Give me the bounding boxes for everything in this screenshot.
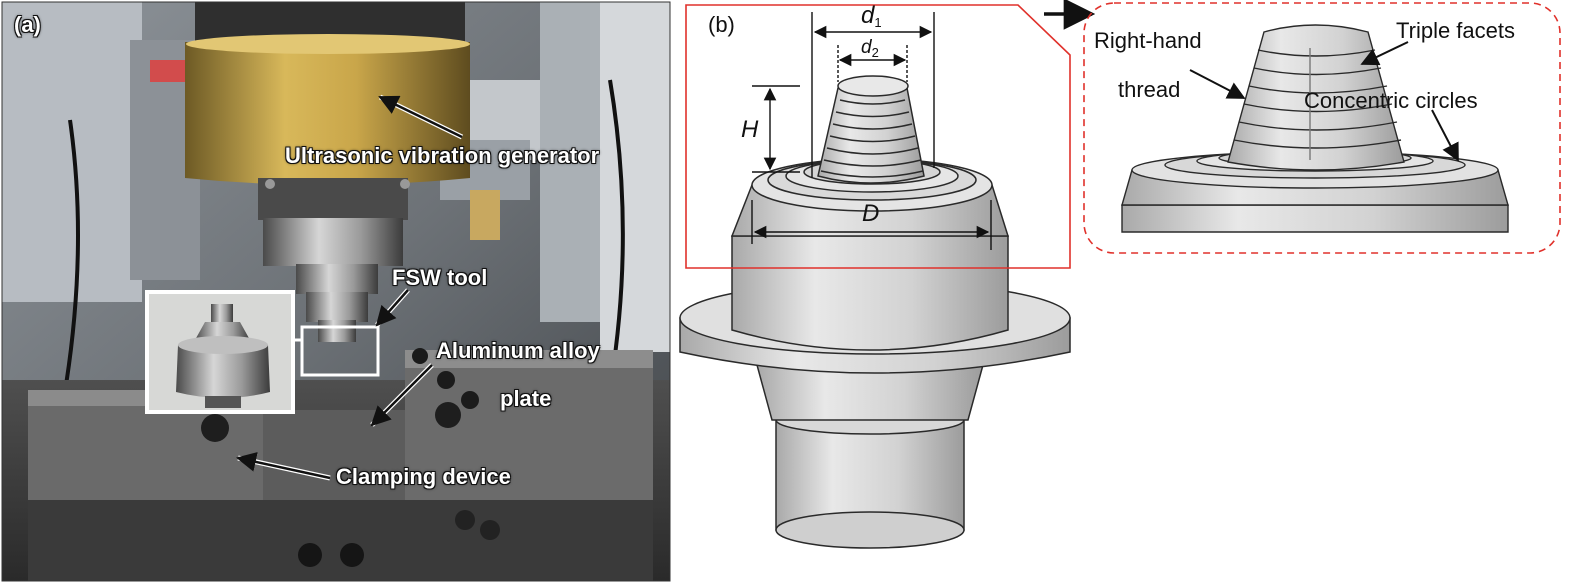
dim-label-d2: d2 xyxy=(861,37,879,60)
photo-arrows xyxy=(236,94,464,481)
label-right-hand-thread-line1: Right-hand xyxy=(1094,28,1202,53)
label-aluminum-plate-line1: Aluminum alloy xyxy=(436,338,600,363)
panel-label-b: (b) xyxy=(708,12,735,37)
detail-frame xyxy=(1083,2,1561,254)
dim-label-h: H xyxy=(741,116,759,143)
photo-panel-a xyxy=(2,2,670,581)
label-right-hand-thread-line2: thread xyxy=(1118,77,1181,102)
dim-label-d: D xyxy=(862,200,880,227)
label-aluminum-plate-line2: plate xyxy=(500,386,552,411)
highlight-region xyxy=(685,4,1071,269)
label-triple-facets: Triple facets xyxy=(1396,18,1516,43)
detail-arrows xyxy=(1189,41,1459,162)
detail-drawing xyxy=(1121,24,1509,233)
dimension-lines xyxy=(751,12,992,250)
label-fsw-tool: FSW tool xyxy=(392,265,488,290)
dim-label-d1: d1 xyxy=(861,2,882,30)
label-concentric-circles: Concentric circles xyxy=(1304,88,1478,113)
panel-label-a: (a) xyxy=(14,12,41,37)
label-clamping-device: Clamping device xyxy=(336,464,511,489)
tool-drawing xyxy=(679,75,1071,549)
label-ultrasonic-generator: Ultrasonic vibration generator xyxy=(285,143,600,168)
